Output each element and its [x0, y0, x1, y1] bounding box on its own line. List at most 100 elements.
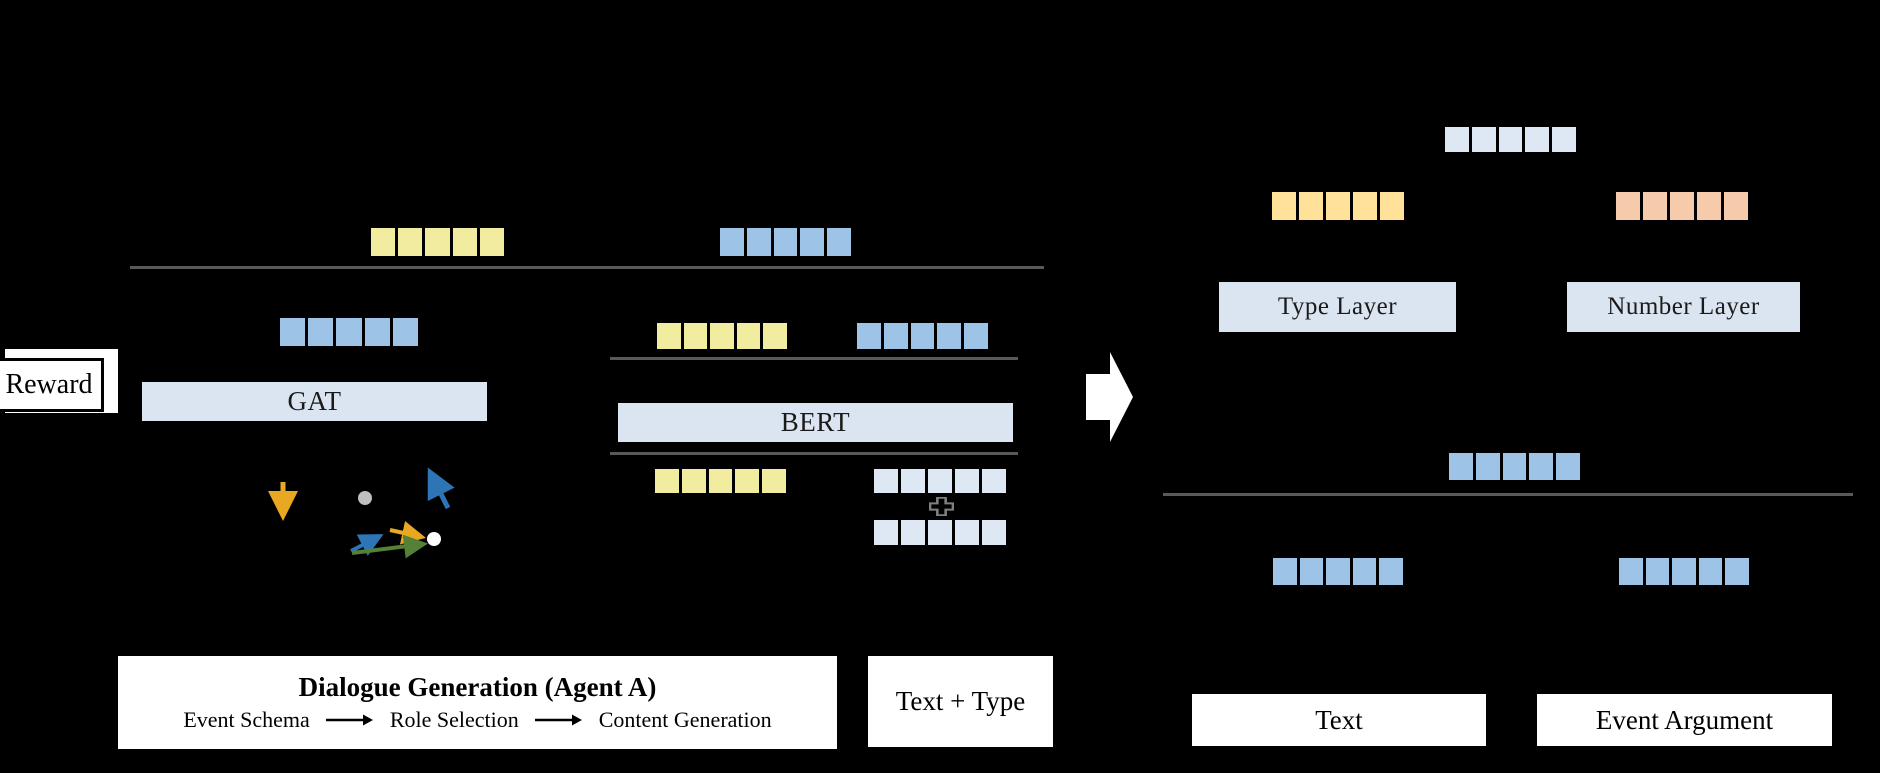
token-square	[800, 228, 825, 256]
bert-input-yellow-tokens	[655, 469, 786, 493]
token-square	[1724, 192, 1748, 220]
pipeline-step-content-generation: Content Generation	[598, 707, 772, 732]
dialogue-graph-figure	[268, 467, 455, 559]
bert-label: BERT	[780, 407, 851, 437]
token-square	[1525, 127, 1550, 152]
token-square	[1616, 192, 1640, 220]
token-square	[928, 469, 952, 493]
token-square	[683, 323, 708, 349]
graph-arrow-blue-diagonal	[350, 534, 384, 556]
token-square	[479, 228, 505, 256]
graph-node-white	[427, 532, 441, 546]
agent-yellow-tokens-top	[371, 228, 505, 256]
token-square	[1697, 192, 1721, 220]
decoder-mid-blue-tokens	[1449, 453, 1580, 480]
token-square	[910, 323, 935, 349]
token-square	[1529, 453, 1554, 480]
event-argument-label: Event Argument	[1595, 704, 1774, 735]
token-square	[1445, 127, 1469, 152]
pipeline-step-event-schema: Event Schema	[183, 707, 310, 732]
number-layer-output-tokens	[1616, 192, 1748, 220]
token-square	[874, 520, 898, 545]
token-square	[982, 469, 1006, 493]
decoder-divider-line	[1163, 493, 1853, 496]
token-square	[452, 228, 477, 256]
token-square	[1272, 192, 1296, 220]
type-layer-label: Type Layer	[1277, 293, 1398, 320]
text-input-box: Text	[1192, 694, 1486, 746]
token-square	[1299, 192, 1323, 220]
bert-output-yellow-tokens	[657, 323, 787, 349]
add-embeddings-plus-icon	[929, 497, 954, 516]
number-layer-box: Number Layer	[1567, 282, 1800, 332]
flow-arrow-icon	[1086, 352, 1133, 442]
token-square	[735, 469, 760, 493]
pipeline-arrow-icon	[325, 714, 373, 726]
token-square	[1619, 558, 1643, 585]
bert-output-blue-tokens	[857, 323, 988, 349]
agent-blue-tokens-top	[720, 228, 851, 256]
number-layer-label: Number Layer	[1607, 293, 1760, 320]
type-layer-box: Type Layer	[1219, 282, 1456, 332]
token-square	[773, 228, 798, 256]
token-square	[1326, 192, 1350, 220]
token-square	[1643, 192, 1667, 220]
bert-bottom-divider-line	[610, 452, 1018, 455]
gat-label: GAT	[287, 386, 342, 416]
dialogue-pipeline: Event Schema Role Selection Content Gene…	[183, 709, 771, 731]
gat-output-tokens	[280, 318, 419, 346]
token-square	[955, 520, 979, 545]
text-plus-type-label: Text + Type	[895, 686, 1026, 716]
token-square	[1353, 192, 1377, 220]
token-square	[1502, 453, 1527, 480]
token-square	[874, 469, 898, 493]
gat-layer-box: GAT	[142, 382, 487, 421]
token-square	[1698, 558, 1723, 585]
pipeline-arrow-icon	[534, 714, 582, 726]
token-square	[1725, 558, 1749, 585]
dialogue-generation-box: Dialogue Generation (Agent A) Event Sche…	[118, 656, 837, 749]
token-square	[708, 469, 733, 493]
graph-arrow-yellow-right	[389, 521, 426, 545]
token-square	[937, 323, 962, 349]
token-square	[1471, 127, 1496, 152]
token-square	[1449, 453, 1473, 480]
token-square	[1475, 453, 1500, 480]
token-square	[982, 520, 1006, 545]
bert-input-text-tokens	[874, 469, 1006, 493]
bert-input-type-tokens	[874, 520, 1006, 545]
token-square	[425, 228, 450, 256]
token-square	[736, 323, 761, 349]
token-square	[720, 228, 744, 256]
token-square	[1552, 127, 1576, 152]
reward-label: Reward	[5, 369, 93, 400]
bert-top-divider-line	[610, 357, 1018, 360]
text-input-label: Text	[1315, 704, 1363, 735]
graph-arrow-green-right	[351, 534, 428, 559]
token-square	[398, 228, 423, 256]
token-square	[883, 323, 908, 349]
pipeline-step-role-selection: Role Selection	[389, 707, 519, 732]
token-square	[964, 323, 988, 349]
bert-layer-box: BERT	[618, 403, 1013, 442]
token-square	[901, 469, 925, 493]
token-square	[901, 520, 925, 545]
reward-box: Reward	[0, 358, 104, 412]
token-square	[1556, 453, 1580, 480]
token-square	[1670, 192, 1694, 220]
token-square	[1273, 558, 1297, 585]
token-square	[746, 228, 771, 256]
token-square	[681, 469, 706, 493]
token-square	[655, 469, 679, 493]
token-square	[857, 323, 881, 349]
text-input-tokens	[1273, 558, 1403, 585]
token-square	[763, 323, 787, 349]
token-square	[364, 318, 390, 346]
token-square	[827, 228, 851, 256]
token-square	[392, 318, 419, 346]
token-square	[1299, 558, 1324, 585]
graph-arrow-blue-up	[427, 467, 455, 510]
token-square	[657, 323, 681, 349]
dialogue-generation-title: Dialogue Generation (Agent A)	[298, 672, 657, 702]
token-square	[371, 228, 396, 256]
